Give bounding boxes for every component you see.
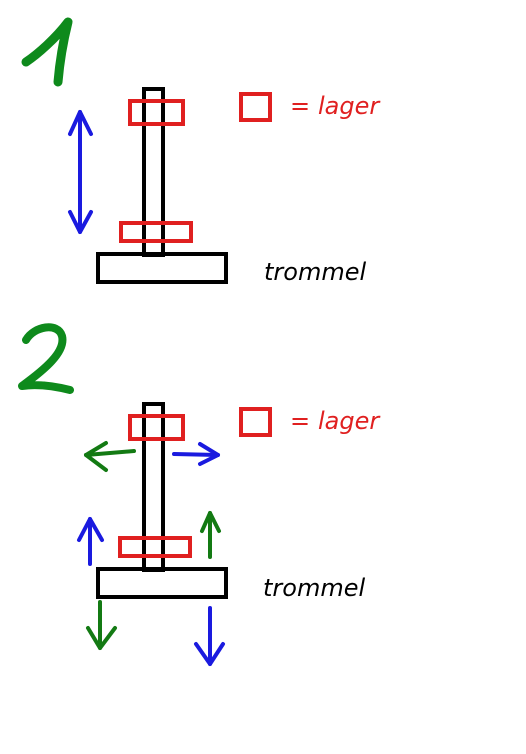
panel-2-blue-arrow-up-left (77, 517, 104, 566)
panel-2-upper-bearing (128, 414, 185, 441)
panel-1-upper-bearing (128, 99, 185, 126)
panel-2-number: 2 (18, 323, 74, 394)
panel-2-blue-arrow-down-right (194, 606, 225, 666)
panel-1-drum (96, 252, 228, 284)
panel-1-shaft (142, 87, 165, 257)
panel-2-legend-bearing-icon (239, 407, 272, 437)
panel-2-green-arrow-left (84, 441, 136, 472)
panel-2-lower-bearing (118, 536, 192, 558)
panel-1-drum-label: trommel (264, 258, 366, 286)
panel-1-lower-bearing (119, 221, 193, 243)
panel-1-number: 1 (21, 17, 73, 87)
panel-2-green-arrow-down-left (86, 600, 117, 650)
panel-1-legend-bearing-icon (239, 92, 272, 122)
panel-2-blue-arrow-right (172, 442, 220, 466)
panel-2: 2 (18, 323, 381, 666)
panel-1-legend-text: lager (318, 92, 381, 120)
panel-2-legend-text: lager (318, 407, 381, 435)
panel-2-shaft (142, 402, 165, 572)
panel-2-drum (96, 567, 228, 599)
panel-2-green-arrow-up-right (200, 511, 221, 559)
panel-1-legend-eq: = (290, 92, 310, 120)
panel-2-drum-label: trommel (263, 574, 365, 602)
panel-1: 1 = lager trommel (21, 17, 381, 286)
panel-2-legend-eq: = (290, 407, 310, 435)
panel-1-vertical-double-arrow (68, 110, 93, 234)
